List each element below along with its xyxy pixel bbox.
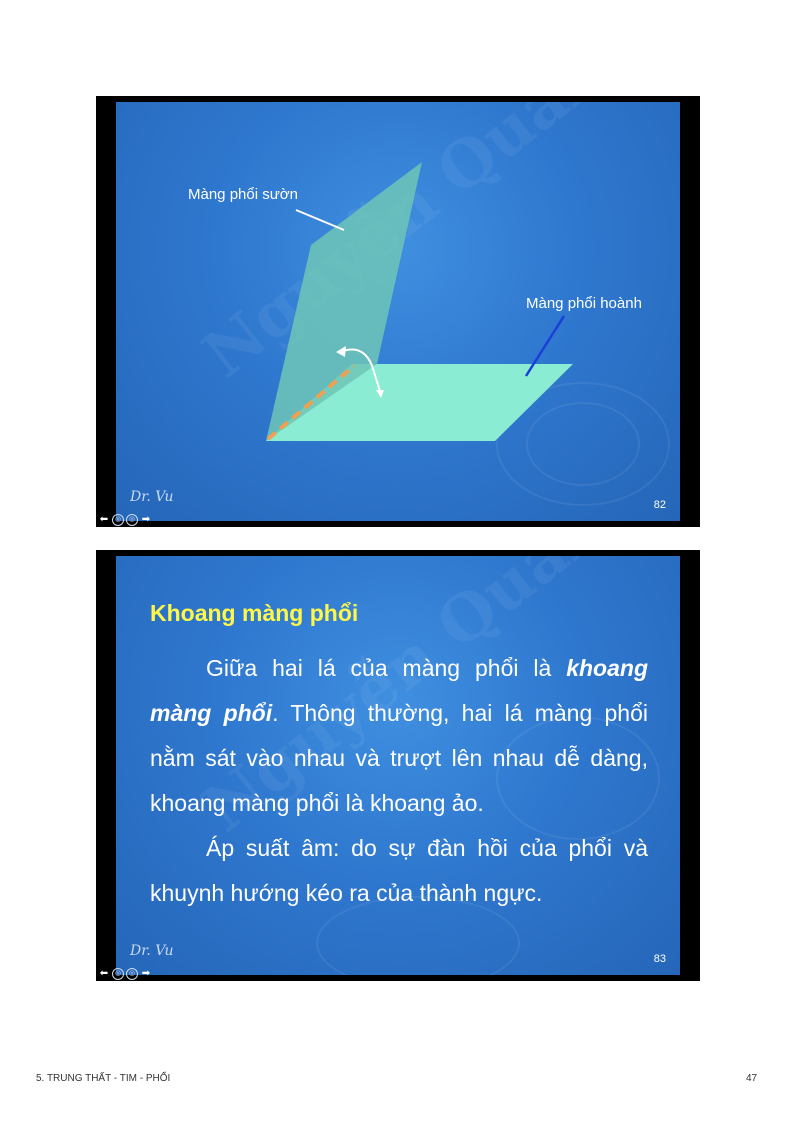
paragraph-2: Áp suất âm: do sự đàn hồi của phổi và kh… bbox=[150, 835, 648, 906]
return-icon[interactable]: ◎ bbox=[126, 968, 138, 980]
return-icon[interactable]: ◎ bbox=[126, 514, 138, 526]
costal-pleura-plane bbox=[266, 162, 422, 441]
slide-82: Nguyễn Quang Màng phổi sườn Màng phổi ho… bbox=[96, 96, 700, 527]
slide-body: Giữa hai lá của màng phổi là khoang màng… bbox=[150, 646, 648, 916]
paragraph-1-start: Giữa hai lá của màng phổi là bbox=[206, 655, 567, 681]
menu-icon[interactable]: ◎ bbox=[112, 514, 124, 526]
menu-icon[interactable]: ◎ bbox=[112, 968, 124, 980]
slide-number: 83 bbox=[653, 953, 666, 965]
next-arrow-icon[interactable]: ➡ bbox=[141, 968, 151, 979]
slide-navigation: ⬅ ◎ ◎ ➡ bbox=[98, 968, 152, 980]
pointer-line-costal bbox=[295, 209, 345, 231]
pleura-diagram bbox=[266, 162, 573, 441]
logo: Dr. Vu bbox=[130, 489, 174, 505]
paragraph-1-end: . Thông thường, hai lá màng phổi nằm sát… bbox=[150, 700, 648, 816]
slide-title: Khoang màng phổi bbox=[150, 600, 359, 626]
slide-navigation: ⬅ ◎ ◎ ➡ bbox=[98, 514, 152, 526]
prev-arrow-icon[interactable]: ⬅ bbox=[99, 968, 109, 979]
paragraph-1-emphasis: khoang màng phổi bbox=[150, 655, 648, 726]
footer-section: 5. TRUNG THẤT - TIM - PHỔI bbox=[36, 1073, 171, 1084]
label-diaphragmatic-pleura: Màng phổi hoành bbox=[526, 295, 642, 312]
ripple-decoration bbox=[526, 402, 640, 486]
prev-arrow-icon[interactable]: ⬅ bbox=[99, 514, 109, 525]
slide-background: Nguyễn Quang Khoang màng phổi Giữa hai l… bbox=[116, 556, 680, 975]
footer-page-number: 47 bbox=[746, 1073, 758, 1084]
next-arrow-icon[interactable]: ➡ bbox=[141, 514, 151, 525]
rotation-arrow bbox=[339, 348, 381, 393]
logo: Dr. Vu bbox=[130, 943, 174, 959]
label-costal-pleura: Màng phổi sườn bbox=[188, 186, 298, 203]
slide-number: 82 bbox=[653, 499, 666, 511]
ripple-decoration bbox=[496, 382, 670, 506]
hinge-dashed-line bbox=[266, 364, 356, 441]
slide-83: Nguyễn Quang Khoang màng phổi Giữa hai l… bbox=[96, 550, 700, 981]
ripple-decoration bbox=[496, 716, 660, 840]
arrow-head-icon bbox=[376, 390, 384, 398]
arrow-head-icon bbox=[336, 346, 346, 357]
slide-background: Nguyễn Quang Màng phổi sườn Màng phổi ho… bbox=[116, 102, 680, 521]
ripple-decoration bbox=[316, 896, 520, 975]
pointer-line-diaphragm bbox=[524, 315, 566, 377]
